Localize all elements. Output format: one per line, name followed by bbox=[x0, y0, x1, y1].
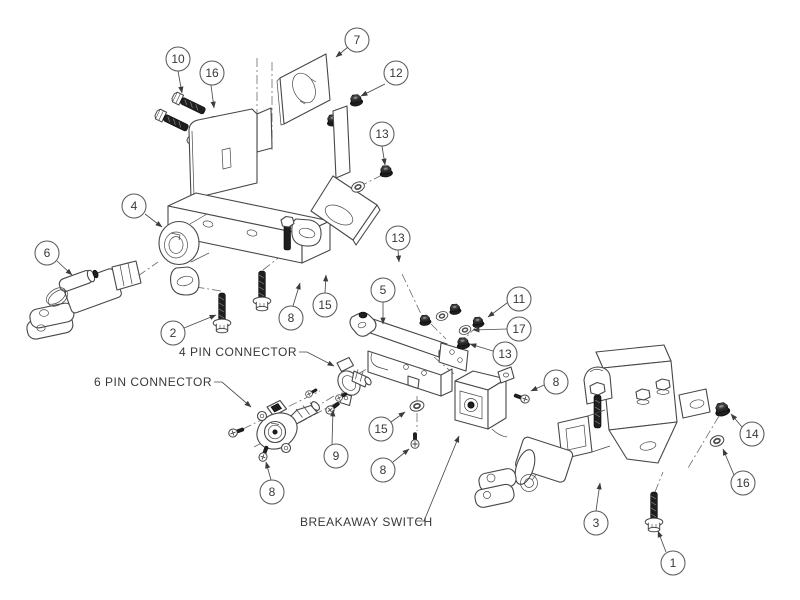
flange-nut-12a bbox=[348, 92, 364, 108]
callout-number: 14 bbox=[745, 427, 759, 441]
callout-14: 14 bbox=[739, 421, 765, 447]
callout-number: 11 bbox=[513, 292, 526, 306]
breakaway-switch bbox=[454, 366, 515, 438]
callout-13c: 13 bbox=[492, 341, 518, 367]
flat-washer-17 bbox=[457, 323, 473, 337]
callout-8c: 8 bbox=[259, 479, 285, 505]
flange-nut-11 bbox=[470, 315, 486, 329]
callout-5: 5 bbox=[370, 277, 396, 303]
rear-bracket-assembly bbox=[474, 344, 711, 508]
callout-10: 10 bbox=[165, 46, 191, 72]
callout-number: 8 bbox=[288, 311, 295, 325]
callout-2: 2 bbox=[160, 320, 186, 346]
callout-number: 13 bbox=[391, 231, 405, 245]
part-labels: 4 PIN CONNECTOR 6 PIN CONNECTOR BREAKAWA… bbox=[94, 345, 433, 529]
flange-nut-a bbox=[417, 313, 433, 327]
callout-number: 13 bbox=[375, 127, 389, 141]
callout-number: 13 bbox=[498, 347, 512, 361]
callout-16: 16 bbox=[199, 60, 225, 86]
callout-number: 12 bbox=[389, 66, 403, 80]
callout-17: 17 bbox=[506, 316, 532, 342]
callout-number: 8 bbox=[269, 485, 276, 499]
flange-nut-13-mid bbox=[455, 335, 471, 351]
label-six-pin-connector: 6 PIN CONNECTOR bbox=[94, 375, 212, 389]
callout-number: 2 bbox=[170, 326, 177, 340]
callout-number: 7 bbox=[354, 33, 361, 47]
callout-9: 9 bbox=[323, 443, 349, 469]
callout-8d: 8 bbox=[370, 457, 396, 483]
callout-13a: 13 bbox=[369, 121, 395, 147]
flange-bolt-2a bbox=[212, 292, 232, 334]
label-breakaway-switch: BREAKAWAY SWITCH bbox=[300, 515, 433, 529]
callout-6: 6 bbox=[34, 240, 60, 266]
top-plate bbox=[276, 53, 331, 126]
callout-1: 1 bbox=[660, 550, 686, 576]
four-pin-connector bbox=[336, 356, 372, 407]
callout-number: 9 bbox=[333, 449, 340, 463]
screw-8-right bbox=[512, 390, 531, 405]
leader-lines bbox=[56, 46, 743, 553]
callout-12: 12 bbox=[383, 60, 409, 86]
callout-number: 5 bbox=[380, 283, 387, 297]
flange-nut-14 bbox=[712, 400, 732, 419]
connector-bracket bbox=[349, 311, 469, 397]
flat-washer-16c bbox=[707, 432, 727, 450]
flange-nut-c bbox=[447, 302, 463, 316]
flat-washer-b bbox=[434, 309, 450, 323]
callout-number: 6 bbox=[44, 246, 51, 260]
callout-number: 15 bbox=[318, 298, 332, 312]
flat-washer-15-lower bbox=[408, 398, 426, 414]
callout-16b: 16 bbox=[730, 470, 756, 496]
screw-8-under bbox=[410, 432, 420, 449]
callout-number: 1 bbox=[670, 556, 677, 570]
main-bracket bbox=[158, 105, 381, 296]
callout-15a: 15 bbox=[312, 292, 338, 318]
callout-11: 11 bbox=[506, 286, 532, 312]
six-pin-connector bbox=[256, 399, 321, 454]
callout-number: 16 bbox=[736, 476, 750, 490]
callout-number: 8 bbox=[380, 463, 387, 477]
callout-15b: 15 bbox=[368, 416, 394, 442]
callout-number: 15 bbox=[374, 422, 388, 436]
flange-bolt-2b bbox=[252, 270, 272, 312]
flange-nut-13-top bbox=[378, 164, 394, 179]
label-four-pin-connector: 4 PIN CONNECTOR bbox=[179, 345, 297, 359]
callout-3: 3 bbox=[583, 510, 609, 536]
hex-bolt-10b bbox=[153, 107, 191, 134]
callout-8b: 8 bbox=[543, 369, 569, 395]
screw-8-left bbox=[227, 424, 246, 439]
callouts: 7 10 16 12 13 4 6 2 8 15 13 5 11 17 13 8… bbox=[34, 27, 765, 576]
callout-8a: 8 bbox=[278, 305, 304, 331]
coupler-latch bbox=[26, 260, 142, 340]
callout-number: 16 bbox=[205, 66, 219, 80]
hex-bolt-10a bbox=[170, 90, 208, 117]
callout-number: 17 bbox=[512, 322, 526, 336]
callout-13b: 13 bbox=[385, 225, 411, 251]
callout-number: 4 bbox=[131, 199, 138, 213]
callout-number: 10 bbox=[171, 52, 185, 66]
callout-7: 7 bbox=[344, 27, 370, 53]
callout-number: 3 bbox=[593, 516, 600, 530]
flange-bolt-1 bbox=[644, 491, 664, 533]
callout-number: 8 bbox=[553, 375, 560, 389]
callout-4: 4 bbox=[121, 193, 147, 219]
